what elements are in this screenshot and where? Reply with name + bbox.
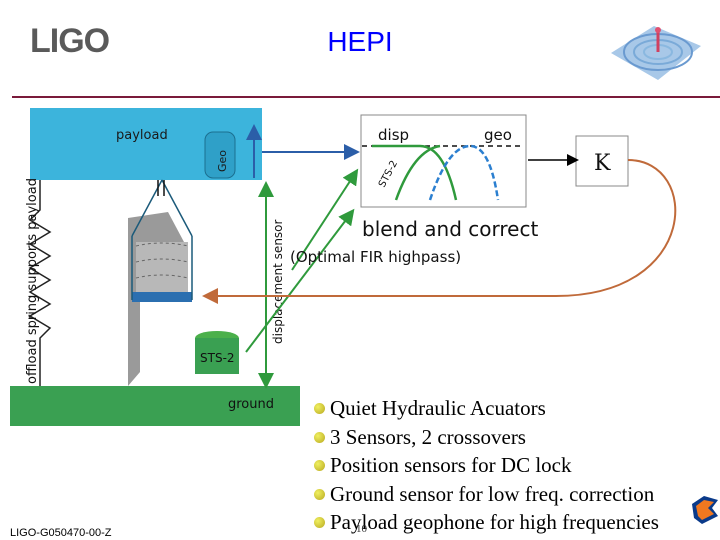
sts2-seismometer: [195, 338, 239, 374]
sts-bandpass-curve: [394, 144, 441, 201]
bullet-list: Quiet Hydraulic Acuators 3 Sensors, 2 cr…: [312, 394, 720, 537]
bullet-item: Ground sensor for low freq. correction: [312, 480, 720, 509]
bullet-dot-icon: [314, 431, 325, 443]
slide-title: HEPI: [327, 26, 393, 57]
hepi-diagram: payload Geo offload spring supports payl…: [10, 108, 677, 426]
page-number: 10: [356, 523, 367, 535]
feedback-arrow: [202, 159, 677, 304]
actuator-plate: [132, 292, 192, 302]
spring-label: offload spring supports payload: [25, 178, 40, 384]
geophone: [204, 131, 236, 179]
sensor-label: displacement sensor: [271, 219, 285, 344]
bullet-item: Payload geophone for high frequencies: [312, 508, 720, 537]
bullet-item: Quiet Hydraulic Acuators: [312, 394, 720, 423]
bullet-item: 3 Sensors, 2 crossovers: [312, 423, 720, 452]
fir-label: (Optimal FIR highpass): [290, 248, 461, 266]
bullet-dot-icon: [314, 488, 325, 500]
bullet-dot-icon: [314, 460, 325, 471]
payload-label: payload: [116, 128, 168, 143]
gator-logo-icon: [692, 496, 718, 524]
blend-label: blend and correct: [362, 217, 538, 241]
ground-block: [10, 386, 300, 426]
actuator-housing: [136, 242, 188, 300]
sts2-label: STS-2: [200, 351, 235, 365]
disp-lowpass-curve: [372, 144, 458, 201]
header-divider: [12, 96, 720, 98]
blend-plot-frame: [360, 114, 527, 208]
ligo-logo: LIGO: [30, 22, 110, 60]
bullet-dot-icon: [314, 517, 325, 528]
gravitational-wave-icon: [611, 26, 701, 80]
sts2-signal-arrow: [245, 208, 355, 353]
offload-spring: [28, 180, 52, 386]
bullet-item: Position sensors for DC lock: [312, 451, 720, 480]
ground-label: ground: [228, 397, 274, 412]
bullet-dot-icon: [314, 403, 325, 414]
geo-label: Geo: [216, 150, 229, 172]
plot-geo-label: geo: [484, 126, 512, 144]
plot-disp-label: disp: [378, 126, 409, 144]
geo-highpass-curve: [428, 144, 500, 201]
controller-label: K: [594, 151, 611, 176]
document-id: LIGO-G050470-00-Z: [10, 527, 112, 539]
disp-signal-arrow: [291, 168, 359, 271]
